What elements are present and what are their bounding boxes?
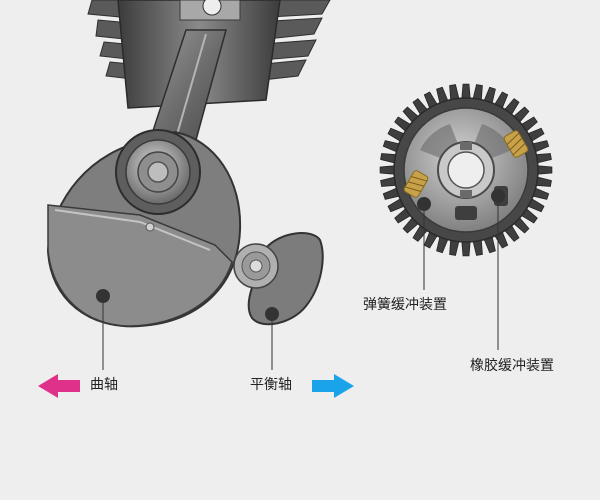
spring-damper-left (403, 170, 429, 198)
spring-damper-right (503, 130, 529, 158)
spring-damper-label: 弹簧缓冲装置 (363, 297, 447, 313)
balance-shaft-label: 平衡轴 (250, 377, 292, 393)
callout-balance-shaft (265, 307, 279, 370)
callout-rubber-damper (491, 189, 505, 350)
arrow-right-icon (312, 374, 354, 398)
callout-crankshaft (96, 289, 110, 370)
damper-gear (379, 83, 553, 257)
callout-spring-damper (417, 197, 431, 290)
arrow-left-icon (38, 374, 80, 398)
crankshaft (46, 129, 242, 328)
cylinder-block (87, 0, 331, 109)
crankshaft-label: 曲轴 (90, 377, 118, 393)
rubber-damper-label: 橡胶缓冲装置 (470, 358, 554, 374)
balance-shaft (233, 232, 324, 326)
